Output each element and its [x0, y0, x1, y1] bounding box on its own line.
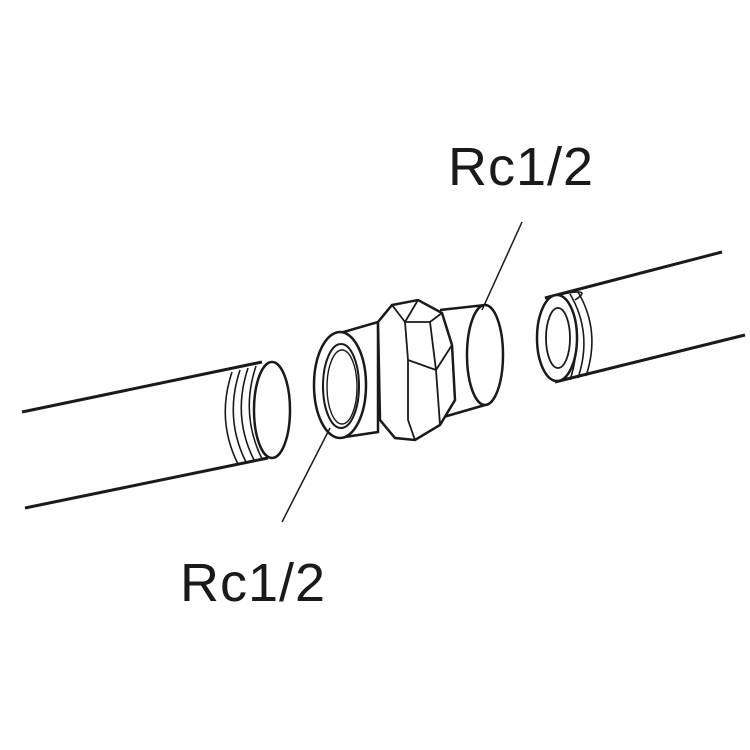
union-fitting	[312, 298, 505, 442]
thread-label-top: Rc1/2	[448, 137, 595, 197]
leader-line-top	[481, 221, 523, 311]
thread-label-bottom: Rc1/2	[180, 553, 327, 613]
leader-line-bottom	[281, 427, 331, 523]
left-pipe-thread	[224, 365, 263, 465]
left-pipe	[21, 360, 292, 510]
right-pipe	[535, 250, 746, 384]
